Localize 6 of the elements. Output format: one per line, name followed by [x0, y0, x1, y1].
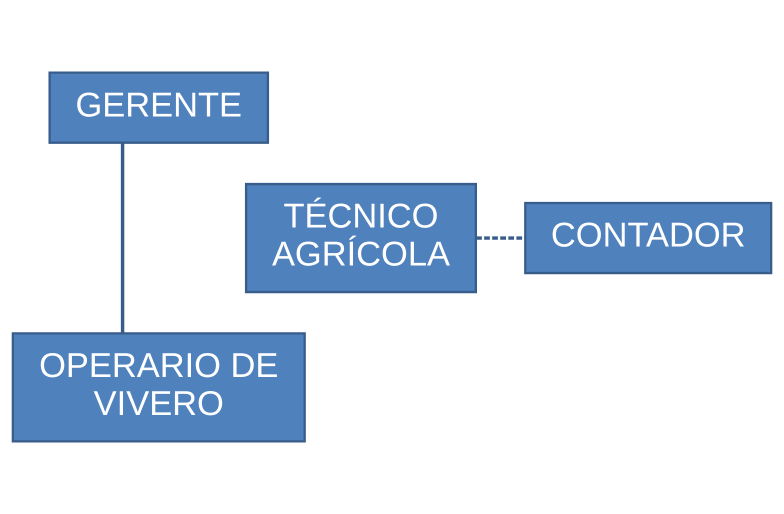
connector [120, 143, 124, 334]
node-box: TÉCNICO AGRÍCOLA [244, 182, 478, 294]
node-box: OPERARIO DE VIVERO [12, 332, 306, 443]
connector [476, 236, 525, 240]
node-box: CONTADOR [524, 202, 772, 274]
node-box: GERENTE [48, 71, 270, 144]
